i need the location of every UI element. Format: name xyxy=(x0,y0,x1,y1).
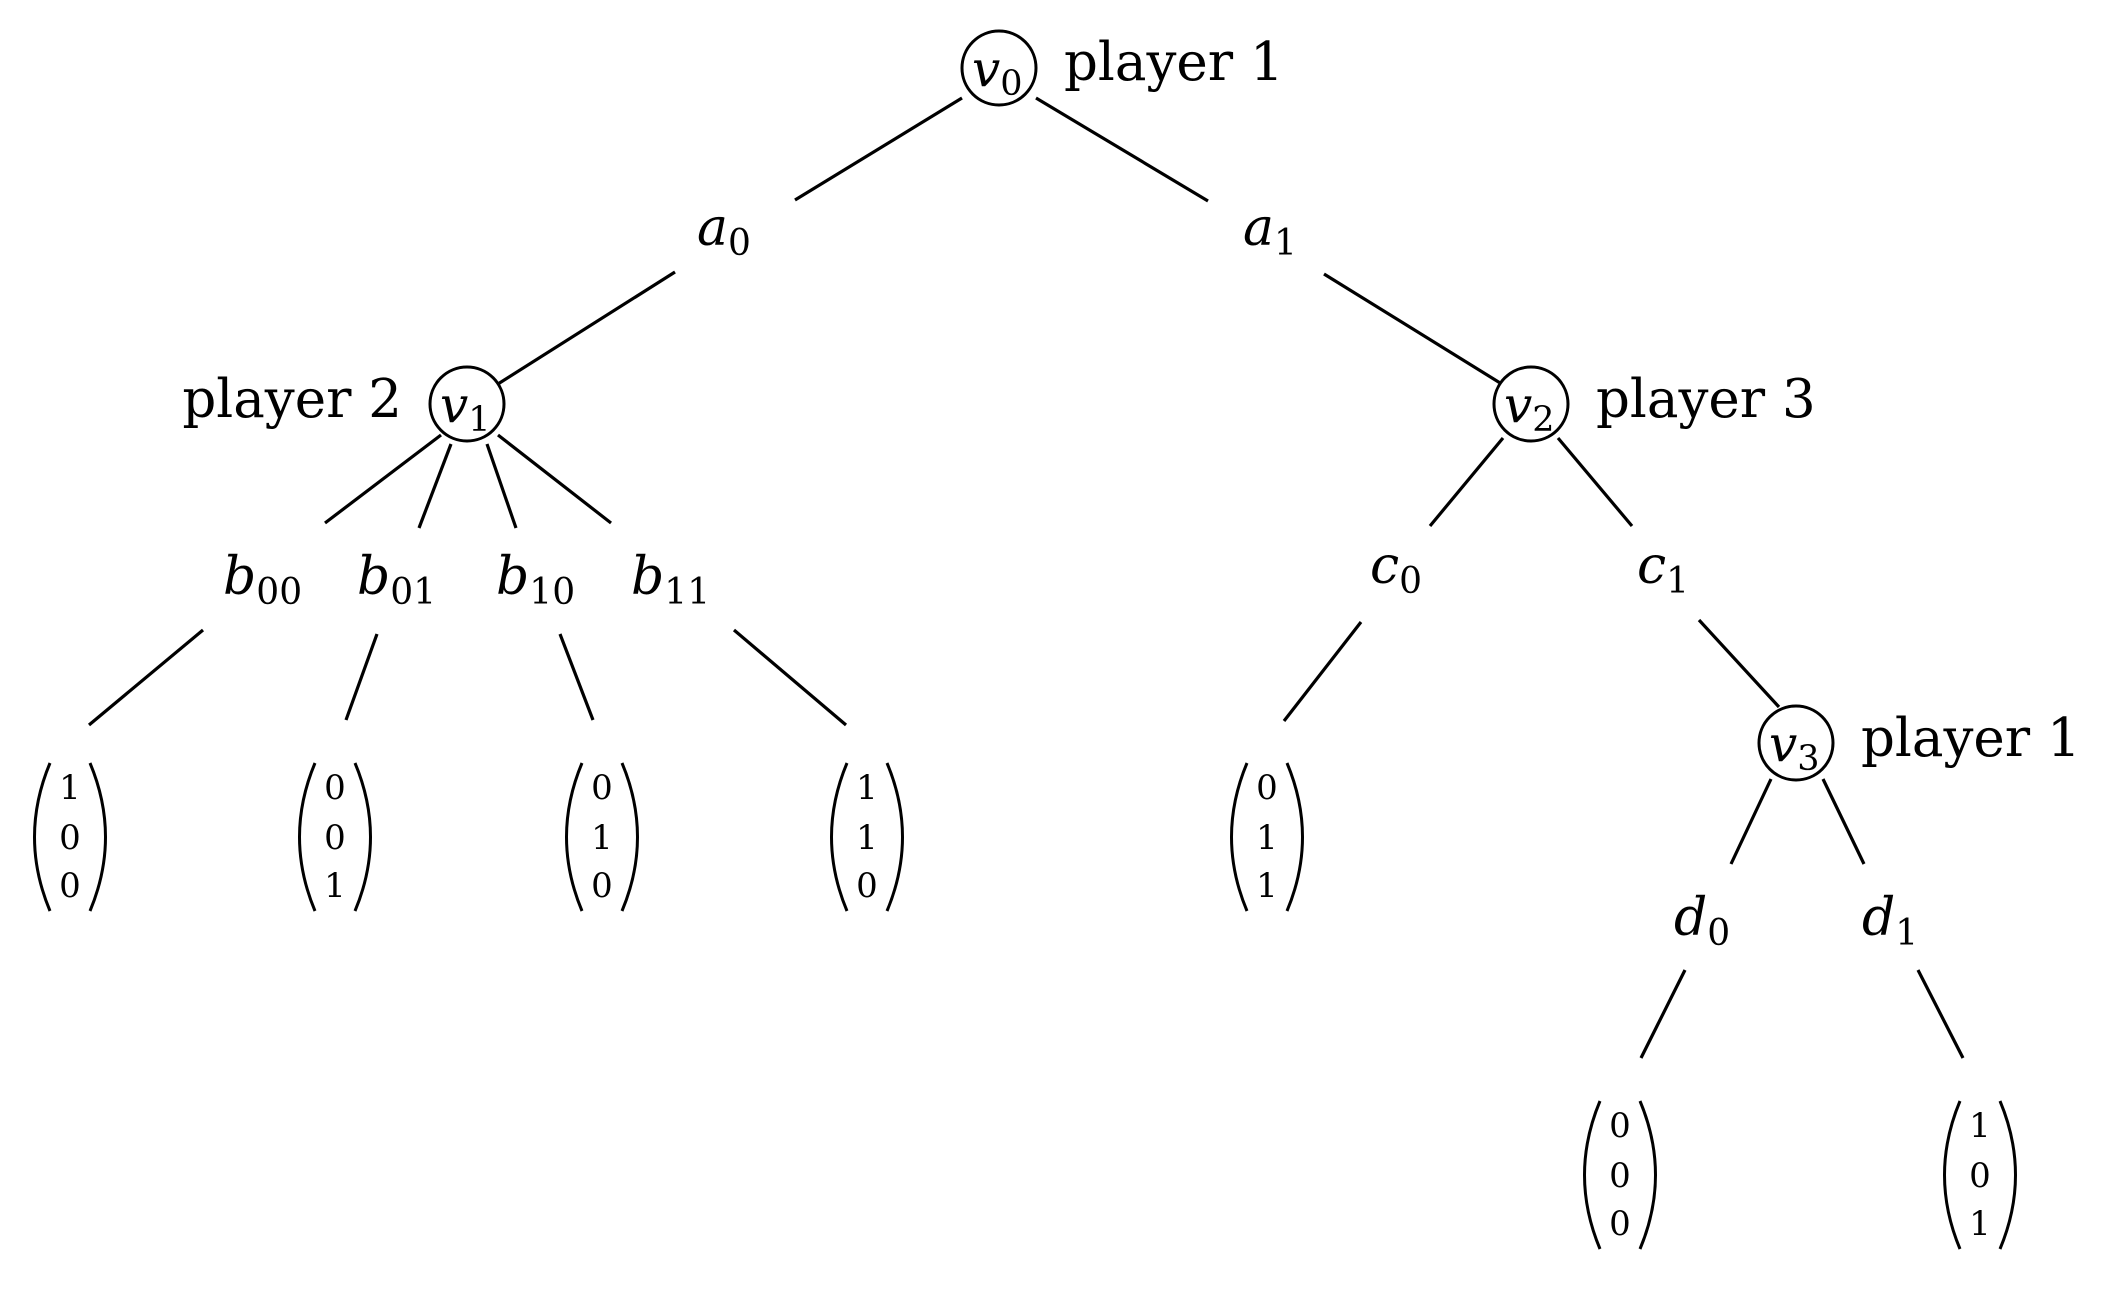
payoff-vector-d1: 1 0 1 xyxy=(1943,1100,2017,1250)
payoff-value: 1 xyxy=(59,768,81,808)
edge-d0-leaf xyxy=(1639,969,1687,1059)
edge-b01-leaf xyxy=(344,633,379,721)
decision-node-v0: v0 player 1 xyxy=(960,29,1284,107)
player-label: player 1 xyxy=(1064,32,1284,93)
edge-c1-v3 xyxy=(1697,618,1781,709)
action-label-c0: c0 xyxy=(1370,536,1422,602)
payoff-value: 1 xyxy=(591,818,613,858)
edge-b00-leaf xyxy=(87,628,205,727)
payoff-vector-b00: 1 0 0 xyxy=(33,762,107,912)
edge-v2-c0 xyxy=(1428,436,1505,528)
right-paren xyxy=(1998,1100,2017,1250)
action-label-b11: b11 xyxy=(631,547,710,613)
payoff-value: 1 xyxy=(324,866,346,906)
node-circle xyxy=(428,365,506,443)
edge-v0-a1 xyxy=(1035,96,1209,203)
left-paren xyxy=(298,762,317,912)
player-label: player 1 xyxy=(1861,708,2081,769)
payoff-vector-b10: 0 1 0 xyxy=(565,762,639,912)
left-paren xyxy=(1943,1100,1962,1250)
action-label-d0: d0 xyxy=(1674,888,1730,954)
payoff-value: 0 xyxy=(59,866,81,906)
edge-v3-d0 xyxy=(1729,778,1773,865)
payoff-value: 0 xyxy=(1969,1156,1991,1196)
decision-node-v1: v1 player 2 xyxy=(182,365,506,443)
decision-node-v2: v2 player 3 xyxy=(1492,365,1816,443)
payoff-value: 0 xyxy=(324,818,346,858)
payoff-value: 1 xyxy=(1256,866,1278,906)
payoff-value: 1 xyxy=(856,768,878,808)
edge-v1-b11 xyxy=(497,433,612,525)
node-label: v0 xyxy=(972,40,1023,104)
payoff-vector-c0: 0 1 1 xyxy=(1230,762,1304,912)
action-label-a1: a1 xyxy=(1243,198,1297,264)
edge-a0-v1 xyxy=(489,270,676,391)
payoff-value: 1 xyxy=(856,818,878,858)
edge-b10-leaf xyxy=(558,633,595,721)
right-paren xyxy=(88,762,107,912)
payoff-value: 0 xyxy=(1256,768,1278,808)
edge-v1-b00 xyxy=(324,433,442,525)
decision-node-v3: v3 player 1 xyxy=(1757,704,2081,782)
right-paren xyxy=(620,762,639,912)
action-label-d1: d1 xyxy=(1862,888,1918,954)
payoff-vector-d0: 0 0 0 xyxy=(1583,1100,1657,1250)
left-paren xyxy=(830,762,849,912)
node-circle xyxy=(960,29,1038,107)
edge-c0-leaf xyxy=(1282,621,1363,722)
edge-v2-c1 xyxy=(1556,436,1634,528)
edge-v1-b10 xyxy=(485,443,518,529)
payoff-value: 1 xyxy=(1969,1204,1991,1244)
left-paren xyxy=(1583,1100,1602,1250)
left-paren xyxy=(1230,762,1249,912)
edge-b11-leaf xyxy=(732,628,848,727)
right-paren xyxy=(353,762,372,912)
edge-a1-v2 xyxy=(1323,272,1506,388)
payoff-value: 1 xyxy=(1969,1106,1991,1146)
action-label-b01: b01 xyxy=(357,547,436,613)
player-label: player 2 xyxy=(182,369,402,430)
player-label: player 3 xyxy=(1596,369,1816,430)
node-circle xyxy=(1492,365,1570,443)
payoff-vector-b01: 0 0 1 xyxy=(298,762,372,912)
payoff-value: 0 xyxy=(1609,1204,1631,1244)
node-label: v2 xyxy=(1504,376,1555,440)
payoff-value: 0 xyxy=(59,818,81,858)
edge-v0-a0 xyxy=(794,96,963,202)
node-label: v1 xyxy=(440,376,491,440)
node-label: v3 xyxy=(1769,715,1820,779)
edge-d1-leaf xyxy=(1916,969,1965,1059)
payoff-value: 0 xyxy=(324,768,346,808)
tree-edges xyxy=(87,96,1965,1059)
right-paren xyxy=(1285,762,1304,912)
action-label-a0: a0 xyxy=(697,198,751,264)
right-paren xyxy=(885,762,904,912)
payoff-vector-b11: 1 1 0 xyxy=(830,762,904,912)
payoff-value: 1 xyxy=(1256,818,1278,858)
node-circle xyxy=(1757,704,1835,782)
left-paren xyxy=(33,762,52,912)
payoff-value: 0 xyxy=(1609,1106,1631,1146)
payoff-value: 0 xyxy=(591,866,613,906)
action-labels: a0 a1 b00 b01 b10 b11 c0 c1 d0 d1 xyxy=(223,198,1918,954)
payoff-value: 0 xyxy=(856,866,878,906)
action-label-c1: c1 xyxy=(1637,536,1689,602)
payoff-value: 0 xyxy=(1609,1156,1631,1196)
left-paren xyxy=(565,762,584,912)
edge-v1-b01 xyxy=(417,443,453,529)
action-label-b00: b00 xyxy=(223,547,302,613)
payoff-value: 0 xyxy=(591,768,613,808)
right-paren xyxy=(1638,1100,1657,1250)
edge-v3-d1 xyxy=(1821,778,1866,865)
action-label-b10: b10 xyxy=(496,547,575,613)
